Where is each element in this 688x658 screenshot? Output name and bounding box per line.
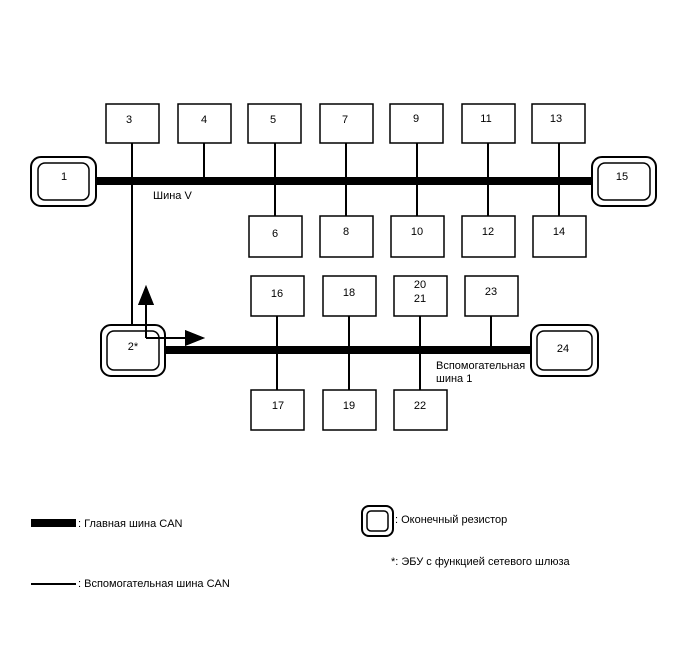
- node-label-23: 23: [485, 286, 497, 298]
- ecu-8: [319, 215, 374, 258]
- node-label-4: 4: [201, 114, 207, 126]
- node-label-5: 5: [270, 114, 276, 126]
- node-label-1: 1: [61, 171, 67, 183]
- node-label-14: 14: [553, 226, 565, 238]
- terminator-node-1: [30, 156, 97, 207]
- ecu-6: [248, 215, 303, 258]
- node-label-11: 11: [480, 113, 491, 125]
- node-label-24: 24: [557, 343, 569, 355]
- node-label-9: 9: [413, 113, 419, 125]
- ecu-22: [393, 389, 448, 431]
- legend-sub-bus-text: : Вспомогательная шина CAN: [78, 578, 230, 590]
- node-label-21: 21: [414, 293, 426, 305]
- ecu-3: [105, 103, 160, 144]
- ecu-20-21: [393, 275, 448, 317]
- node-label-22: 22: [414, 400, 426, 412]
- node-label-19: 19: [343, 400, 355, 412]
- node-label-18: 18: [343, 287, 355, 299]
- ecu-14: [532, 215, 587, 258]
- ecu-7: [319, 103, 374, 144]
- node-label-6: 6: [272, 228, 278, 240]
- node-label-17: 17: [272, 400, 284, 412]
- ecu-23: [464, 275, 519, 317]
- node-label-10: 10: [411, 226, 423, 238]
- legend-main-bus-text: : Главная шина CAN: [78, 518, 183, 530]
- ecu-9: [389, 103, 444, 144]
- node-label-2: 2*: [128, 341, 139, 353]
- bus-sub-label-line1: Вспомогательная: [436, 360, 525, 372]
- ecu-19: [322, 389, 377, 431]
- terminator-node-24: [530, 324, 599, 377]
- ecu-16: [250, 275, 305, 317]
- node-label-15: 15: [616, 171, 628, 183]
- legend-gateway-note: *: ЭБУ с функцией сетевого шлюза: [391, 556, 571, 568]
- legend-terminator-icon: [361, 505, 394, 537]
- legend-terminator-text: : Оконечный резистор: [395, 514, 507, 526]
- ecu-11: [461, 103, 516, 144]
- terminator-node-15: [591, 156, 657, 207]
- ecu-12: [461, 215, 516, 258]
- bus-sub-label-line2: шина 1: [436, 373, 472, 385]
- node-label-3: 3: [126, 114, 132, 126]
- ecu-10: [390, 215, 445, 258]
- ecu-13: [531, 103, 586, 144]
- node-label-20: 20: [414, 279, 426, 291]
- node-label-7: 7: [342, 114, 348, 126]
- node-label-13: 13: [550, 113, 562, 125]
- node-label-16: 16: [271, 288, 283, 300]
- node-label-8: 8: [343, 226, 349, 238]
- ecu-18: [322, 275, 377, 317]
- ecu-17: [250, 389, 305, 431]
- node-label-12: 12: [482, 226, 494, 238]
- bus-v-label: Шина V: [153, 190, 192, 202]
- ecu-4: [177, 103, 232, 144]
- ecu-5: [247, 103, 302, 144]
